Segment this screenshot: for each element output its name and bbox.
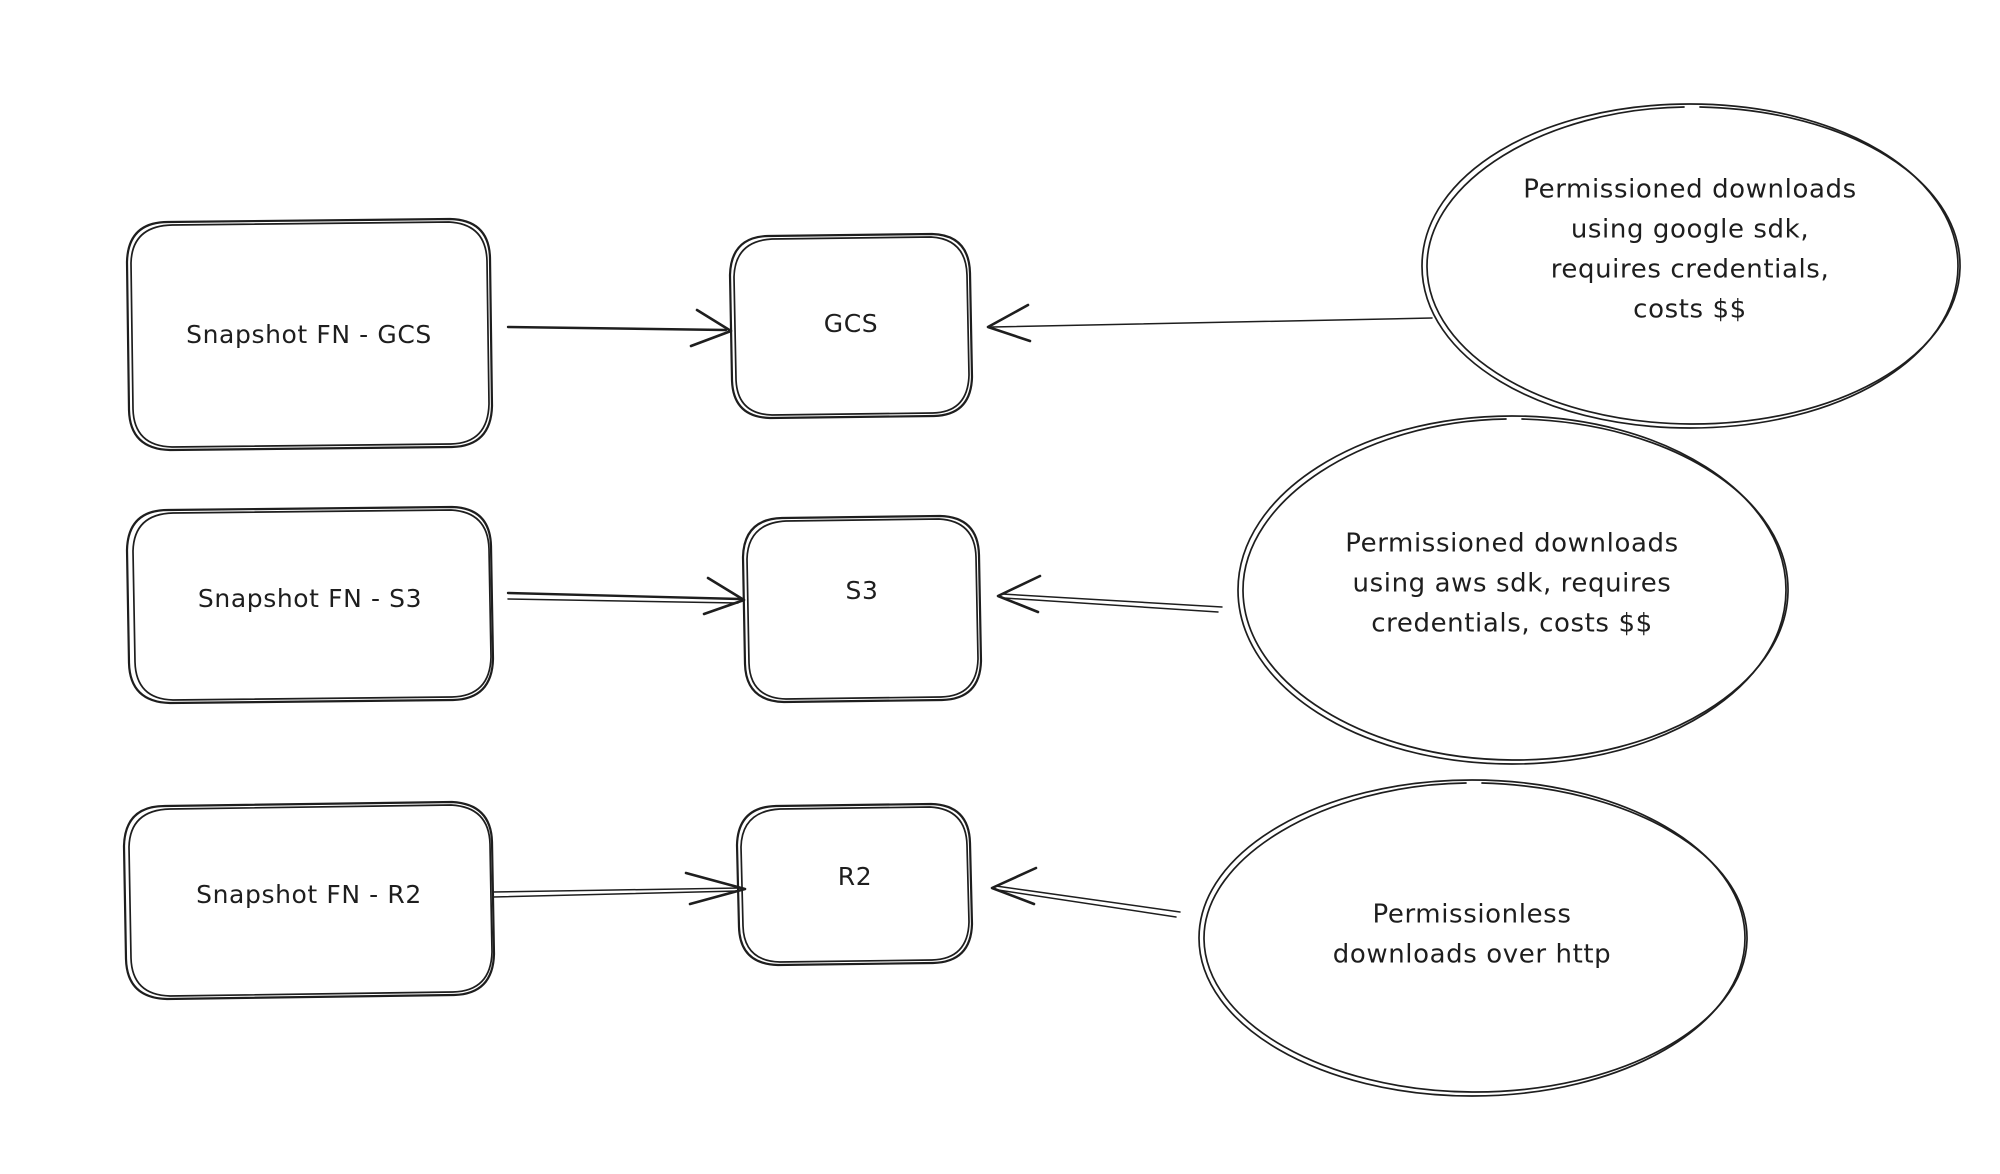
- note-ellipse-gcs[interactable]: Permissioned downloads using google sdk,…: [1421, 103, 1961, 429]
- arrow-note-s3-to-s3: [996, 574, 1223, 614]
- arrow-snapshot-fn-gcs-to-gcs: [506, 308, 733, 348]
- note-line-r2-2: downloads over http: [1333, 940, 1612, 970]
- node-snapshot-fn-s3[interactable]: Snapshot FN - S3: [125, 505, 495, 705]
- node-snapshot-fn-gcs[interactable]: Snapshot FN - GCS: [125, 217, 494, 452]
- node-label-snapshot-fn-s3: Snapshot FN - S3: [198, 584, 422, 613]
- node-label-s3: S3: [846, 576, 879, 605]
- node-label-snapshot-fn-gcs: Snapshot FN - GCS: [186, 320, 432, 349]
- note-line-gcs-3: requires credentials,: [1551, 255, 1830, 285]
- note-ellipse-r2[interactable]: Permissionless downloads over http: [1198, 779, 1748, 1097]
- node-r2[interactable]: R2: [735, 802, 974, 967]
- arrow-note-r2-to-r2: [990, 866, 1181, 918]
- node-s3[interactable]: S3: [741, 514, 983, 704]
- node-label-gcs: GCS: [824, 309, 879, 338]
- note-line-s3-2: using aws sdk, requires: [1353, 569, 1672, 599]
- arrow-snapshot-fn-r2-to-r2: [492, 871, 747, 906]
- note-line-gcs-2: using google sdk,: [1571, 215, 1809, 245]
- arrow-note-gcs-to-gcs: [986, 303, 1433, 343]
- node-label-r2: R2: [838, 862, 872, 891]
- node-label-snapshot-fn-r2: Snapshot FN - R2: [196, 880, 422, 909]
- node-snapshot-fn-r2[interactable]: Snapshot FN - R2: [122, 800, 496, 1001]
- node-gcs[interactable]: GCS: [728, 232, 974, 420]
- note-line-s3-3: credentials, costs $$: [1371, 609, 1652, 639]
- note-line-r2-1: Permissionless: [1373, 900, 1572, 930]
- note-ellipse-s3[interactable]: Permissioned downloads using aws sdk, re…: [1237, 415, 1789, 765]
- note-line-gcs-4: costs $$: [1633, 295, 1747, 325]
- arrow-snapshot-fn-s3-to-s3: [506, 576, 746, 616]
- note-line-s3-1: Permissioned downloads: [1345, 529, 1678, 559]
- note-line-gcs-1: Permissioned downloads: [1523, 175, 1856, 205]
